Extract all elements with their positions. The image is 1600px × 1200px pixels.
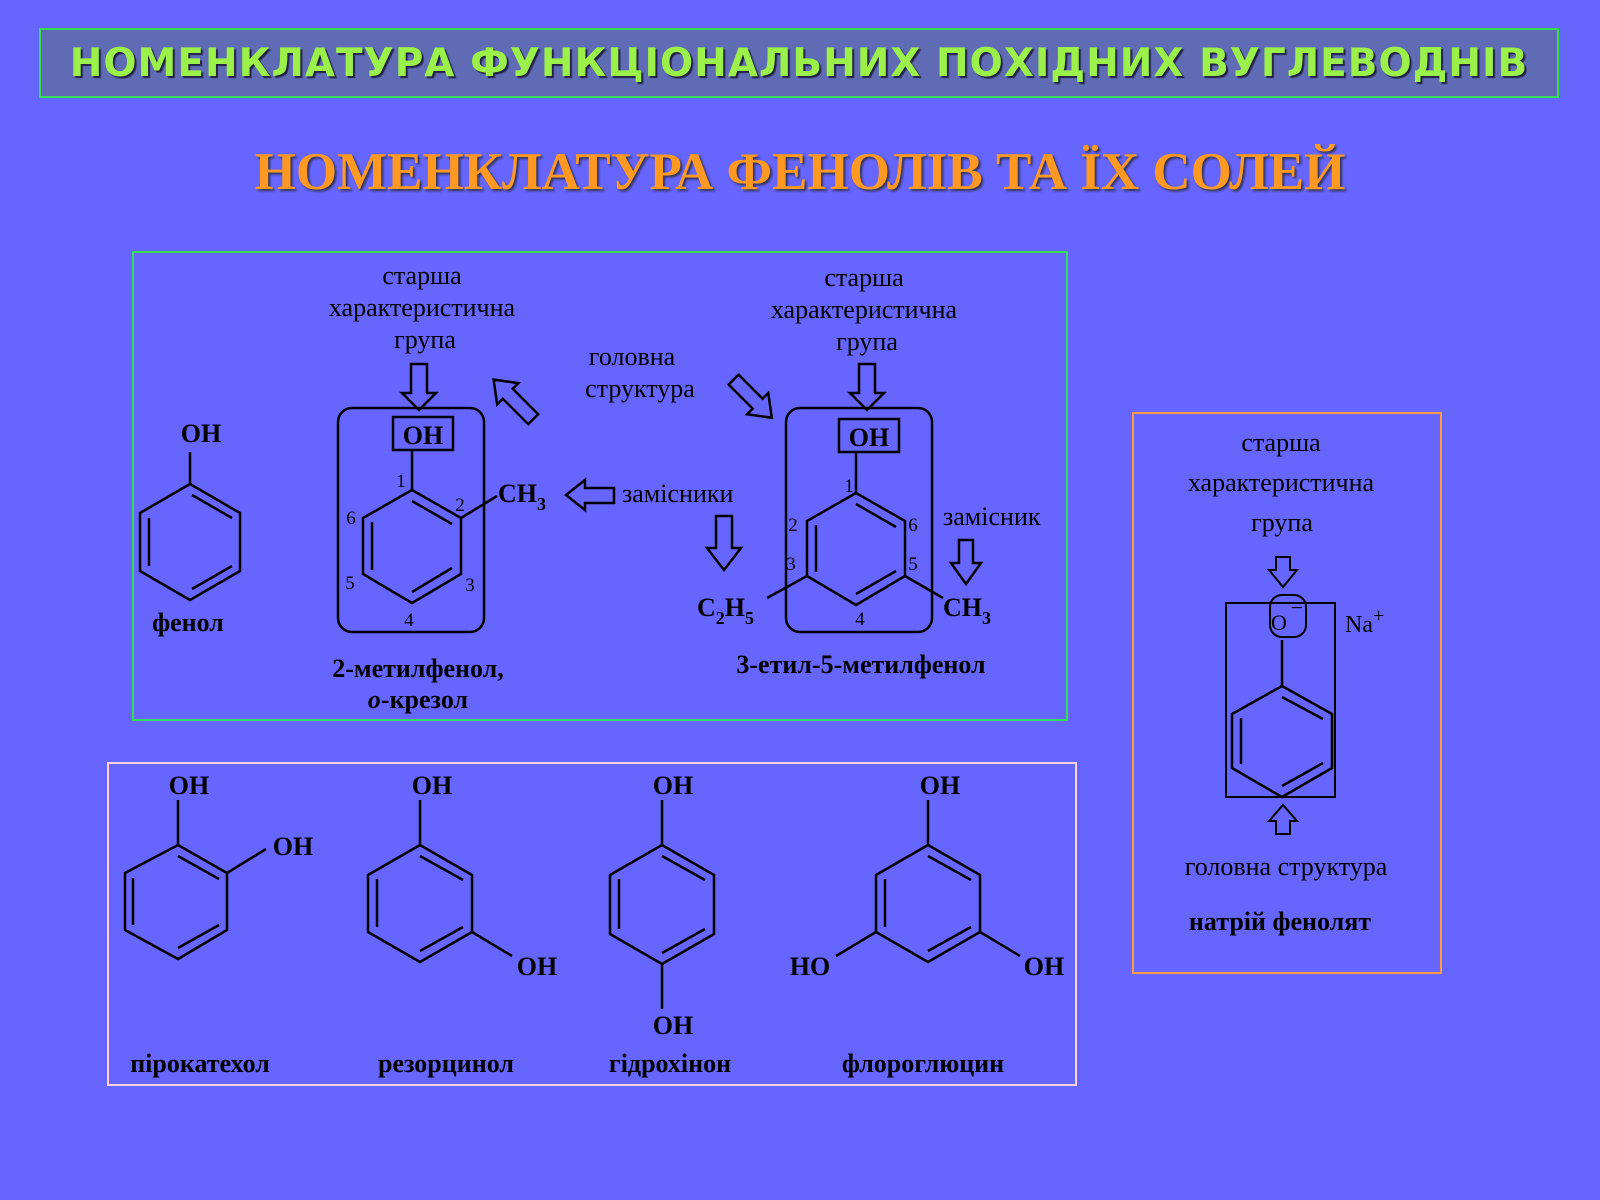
na-label: Na+ <box>1345 605 1384 638</box>
oh-label: OH <box>849 423 889 452</box>
c2h5-label: C2H5 <box>697 593 754 628</box>
phenol-oh-label: OH <box>181 419 221 448</box>
parent-structure-label: головна структура <box>585 342 695 403</box>
locant-2: 2 <box>788 515 798 536</box>
phenol-structure <box>138 452 242 602</box>
senior-group-label-1: старша характеристична група <box>329 261 516 354</box>
svg-text:характеристична: характеристична <box>1188 468 1375 497</box>
oh-label: OH <box>273 832 313 861</box>
substituent-label: замісник <box>943 502 1041 531</box>
locant-3: 3 <box>465 575 475 596</box>
oh-label: OH <box>653 771 693 800</box>
locant-1: 1 <box>396 471 406 492</box>
minus-sign: − <box>1291 595 1303 620</box>
arrow-down-icon <box>846 362 888 412</box>
substituents-label: замісники <box>622 479 733 508</box>
title-banner: НОМЕНКЛАТУРА ФУНКЦІОНАЛЬНИХ ПОХІДНИХ ВУГ… <box>39 28 1559 98</box>
oh-label: OH <box>920 771 960 800</box>
svg-text:старша: старша <box>382 261 462 290</box>
pyrocatechol-structure <box>123 800 267 961</box>
methylphenol-ring <box>361 451 498 605</box>
hydroquinone-name: гідрохінон <box>609 1049 731 1078</box>
locant-6: 6 <box>908 515 918 536</box>
arrow-up-icon <box>1266 803 1300 835</box>
locant-5: 5 <box>908 554 918 575</box>
page-subtitle: НОМЕНКЛАТУРА ФЕНОЛІВ ТА ЇХ СОЛЕЙ <box>254 143 1346 201</box>
oh-label: OH <box>1024 952 1064 981</box>
svg-text:старша: старша <box>824 263 904 292</box>
ch3-label: CH3 <box>498 479 546 514</box>
resorcinol-name: резорцинол <box>378 1049 514 1078</box>
banner-title: НОМЕНКЛАТУРА ФУНКЦІОНАЛЬНИХ ПОХІДНИХ ВУГ… <box>69 40 1529 86</box>
svg-text:структура: структура <box>585 374 695 403</box>
parent-structure-frame <box>784 406 934 634</box>
cresol-name: о-крезол <box>368 685 468 714</box>
arrow-down-icon <box>948 538 984 587</box>
parent-structure-label: головна структура <box>1185 852 1388 881</box>
ho-label: HO <box>790 952 830 981</box>
svg-text:група: група <box>1251 508 1313 537</box>
locant-1: 1 <box>844 476 854 497</box>
parent-structure-frame <box>336 406 486 634</box>
arrow-left-icon <box>563 477 616 513</box>
senior-group-label-2: старша характеристична група <box>771 263 958 356</box>
arrow-diagonal-icon <box>726 372 774 420</box>
pyrocatechol-name: пірокатехол <box>130 1049 270 1078</box>
svg-text:характеристична: характеристична <box>329 293 516 322</box>
oh-label: OH <box>412 771 452 800</box>
senior-group-box <box>391 415 455 452</box>
sodium-phenolate-name: натрій фенолят <box>1189 907 1371 936</box>
ethylmethylphenol-ring <box>766 453 944 607</box>
oh-label: OH <box>169 771 209 800</box>
panel-polyphenols <box>107 762 1077 1086</box>
resorcinol-structure <box>366 800 513 964</box>
panel-naming-examples <box>132 251 1068 721</box>
oh-label: OH <box>403 421 443 450</box>
phloroglucinol-name: флороглюцин <box>842 1049 1004 1078</box>
arrow-down-icon <box>1266 556 1300 589</box>
svg-text:старша: старша <box>1241 428 1321 457</box>
locant-4: 4 <box>855 609 865 630</box>
o-minus-label: O <box>1271 610 1287 635</box>
locant-6: 6 <box>346 508 356 529</box>
locant-3: 3 <box>786 554 796 575</box>
senior-group-box <box>837 417 901 454</box>
senior-group-label-3: старша характеристична група <box>1188 428 1375 537</box>
locant-5: 5 <box>345 573 355 594</box>
arrow-down-icon <box>398 362 440 412</box>
oh-label: OH <box>517 952 557 981</box>
panel-sodium-phenolate <box>1132 412 1442 974</box>
oh-label: OH <box>653 1011 693 1040</box>
locant-4: 4 <box>404 610 414 631</box>
arrow-diagonal-icon <box>492 378 540 426</box>
ch3-label: CH3 <box>943 593 991 628</box>
senior-group-box <box>1269 594 1307 638</box>
hydroquinone-structure <box>608 800 716 1009</box>
svg-text:група: група <box>394 325 456 354</box>
arrow-down-icon <box>704 514 744 573</box>
phenolate-ring <box>1230 640 1334 799</box>
svg-text:характеристична: характеристична <box>771 295 958 324</box>
phenol-name: фенол <box>152 608 224 637</box>
svg-text:головна: головна <box>589 342 676 371</box>
locant-2: 2 <box>455 495 465 516</box>
ethylmethylphenol-name: 3-етил-5-метилфенол <box>736 650 985 679</box>
svg-text:група: група <box>836 327 898 356</box>
methylphenol-name: 2-метилфенол, <box>332 654 504 683</box>
phloroglucinol-structure <box>835 800 1021 964</box>
